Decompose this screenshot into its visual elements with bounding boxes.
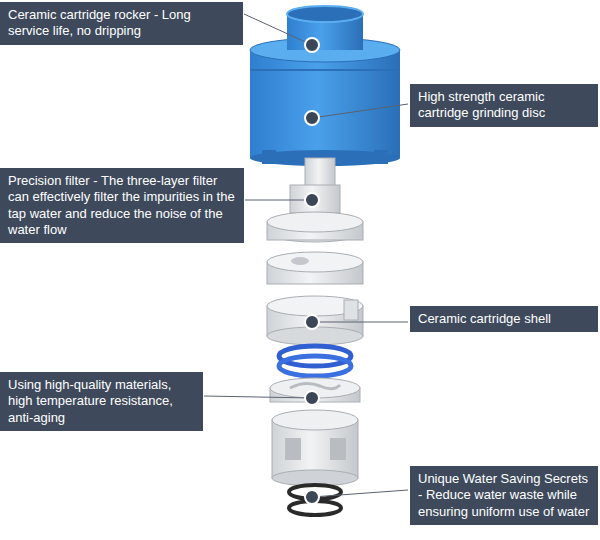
callout-box: Unique Water Saving Secrets - Reduce wat…: [410, 466, 598, 525]
blue-housing: [250, 6, 400, 166]
leader-lines: [204, 14, 408, 497]
ceramic-disc: [267, 252, 363, 284]
callout-text: High strength ceramic cartridge grinding…: [418, 89, 590, 122]
blue-o-ring: [279, 346, 351, 376]
cartridge-shell: [267, 296, 363, 345]
callout-text: Ceramic cartridge shell: [418, 311, 590, 327]
callout-box: Ceramic cartridge shell: [410, 306, 598, 332]
callout-text: Using high-quality materials, high tempe…: [8, 377, 195, 426]
callout-text: Precision filter - The three-layer filte…: [8, 173, 236, 238]
callout-text: Unique Water Saving Secrets - Reduce wat…: [418, 471, 590, 520]
callout-box: High strength ceramic cartridge grinding…: [410, 84, 598, 127]
callout-box: Ceramic cartridge rocker - Long service …: [0, 2, 243, 45]
cartridge-base: [272, 410, 358, 486]
callout-box: Using high-quality materials, high tempe…: [0, 372, 203, 431]
callout-dots: [305, 38, 319, 504]
callout-box: Precision filter - The three-layer filte…: [0, 168, 244, 243]
callout-text: Ceramic cartridge rocker - Long service …: [8, 7, 235, 40]
black-o-rings: [289, 485, 341, 515]
